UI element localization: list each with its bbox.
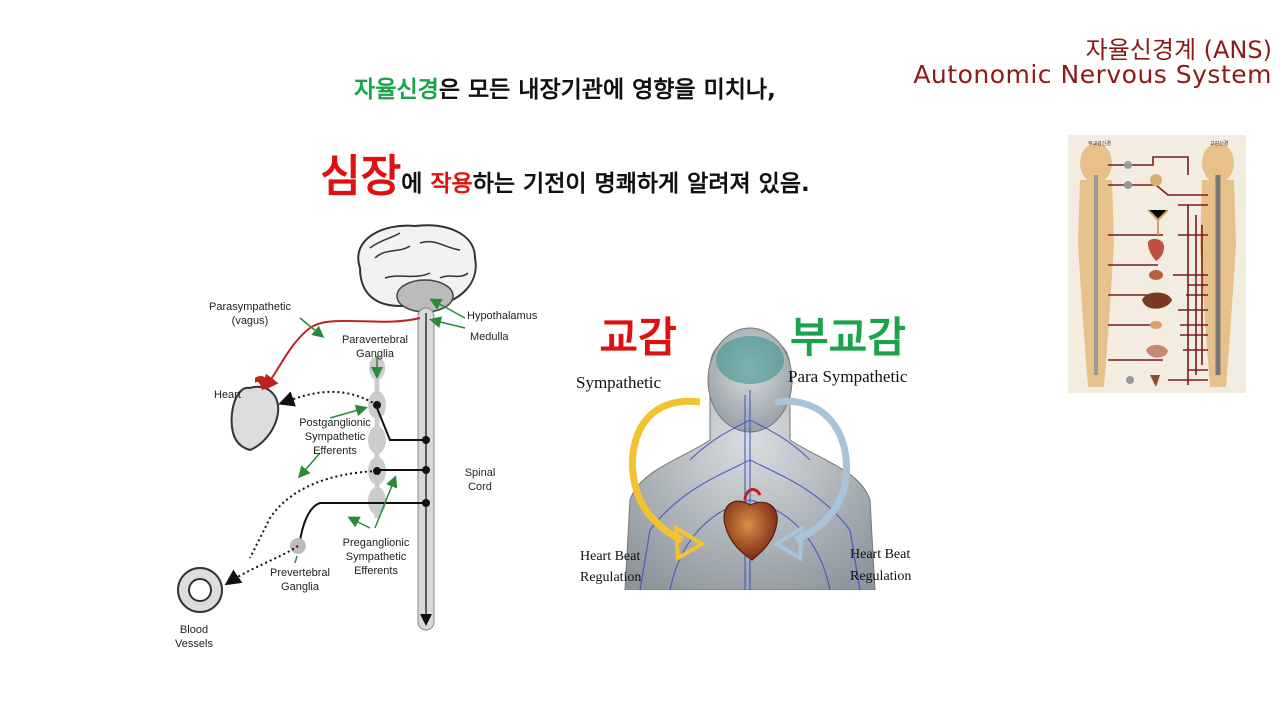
headline-line-1: 자율신경은 모든 내장기관에 영향을 미치나, [0, 70, 1130, 104]
action-highlight: 작용 [430, 171, 473, 197]
label-blood: Blood [180, 624, 208, 636]
label-preganglionic: Preganglionic [343, 537, 410, 549]
heart-icon [723, 488, 778, 561]
label-vessels: Vessels [175, 638, 213, 650]
vagus-nerve-path [262, 317, 421, 392]
label-postganglionic: Postganglionic [299, 417, 371, 429]
heart-beat-left: Heart Beat [580, 549, 640, 564]
nerve-pathway-diagram: Parasympathetic (vagus) Hypothalamus Med… [175, 224, 538, 650]
sympathetic-en-label: Sympathetic [576, 373, 661, 392]
label-pre-sympathetic: Sympathetic [346, 551, 407, 563]
blood-vessel-icon [177, 567, 223, 613]
heart-regulation-diagram: 교감 부교감 Sympathetic Para Sympathetic Hear… [576, 313, 911, 590]
label-paravertebral: Paravertebral [342, 334, 408, 346]
chart-right-label: 교감신경 [1210, 140, 1228, 147]
brain-icon [357, 224, 477, 313]
right-body-figure [1200, 143, 1236, 387]
label-efferents: Efferents [313, 445, 357, 457]
left-body-figure [1078, 143, 1114, 387]
label-cord: Cord [468, 481, 492, 493]
ans-title-english: Autonomic Nervous System [913, 60, 1272, 89]
parasympathetic-arrow [774, 397, 850, 544]
parasympathetic-kr-label: 부교감 [790, 313, 906, 362]
label-spinal: Spinal [465, 467, 496, 479]
label-medulla: Medulla [470, 331, 509, 343]
label-vagus: (vagus) [232, 315, 269, 327]
heart-beat-right: Heart Beat [850, 547, 910, 562]
headline-line-1-text: 은 모든 내장기관에 영향을 미치나, [438, 77, 776, 103]
prevertebral-ganglion [290, 538, 306, 554]
label-prevertebral: Prevertebral [270, 567, 330, 579]
parasympathetic-en-label: Para Sympathetic [788, 367, 908, 386]
label-pre-efferents: Efferents [354, 565, 398, 577]
organ-icons [1124, 161, 1172, 387]
label-sympathetic: Sympathetic [305, 431, 366, 443]
regulation-right: Regulation [850, 569, 911, 584]
headline-line-2: 심장에 작용하는 기전이 명쾌하게 알려져 있음. [0, 140, 1130, 204]
sympathetic-arrow [629, 397, 701, 544]
label-prevertebral-ganglia: Ganglia [281, 581, 320, 593]
regulation-left: Regulation [580, 570, 641, 585]
chart-left-label: 부교감신경 [1088, 140, 1111, 147]
headline-line-2-mid: 에 [401, 171, 431, 197]
label-ganglia: Ganglia [356, 348, 395, 360]
autonomic-nerve-highlight: 자율신경 [354, 77, 439, 103]
sympathetic-kr-label: 교감 [599, 313, 676, 362]
ans-title-korean: 자율신경계 (ANS) [1085, 36, 1272, 64]
label-hypothalamus: Hypothalamus [467, 310, 538, 322]
ans-anatomy-chart: 부교감신경 교감신경 [1068, 135, 1246, 393]
heart-highlight: 심장 [320, 151, 402, 202]
paravertebral-ganglia-chain [368, 356, 386, 518]
label-parasympathetic: Parasympathetic [209, 301, 291, 313]
label-heart: Heart [214, 389, 241, 401]
heart-icon [230, 376, 280, 452]
headline-line-2-text: 하는 기전이 명쾌하게 알려져 있음. [472, 171, 810, 197]
